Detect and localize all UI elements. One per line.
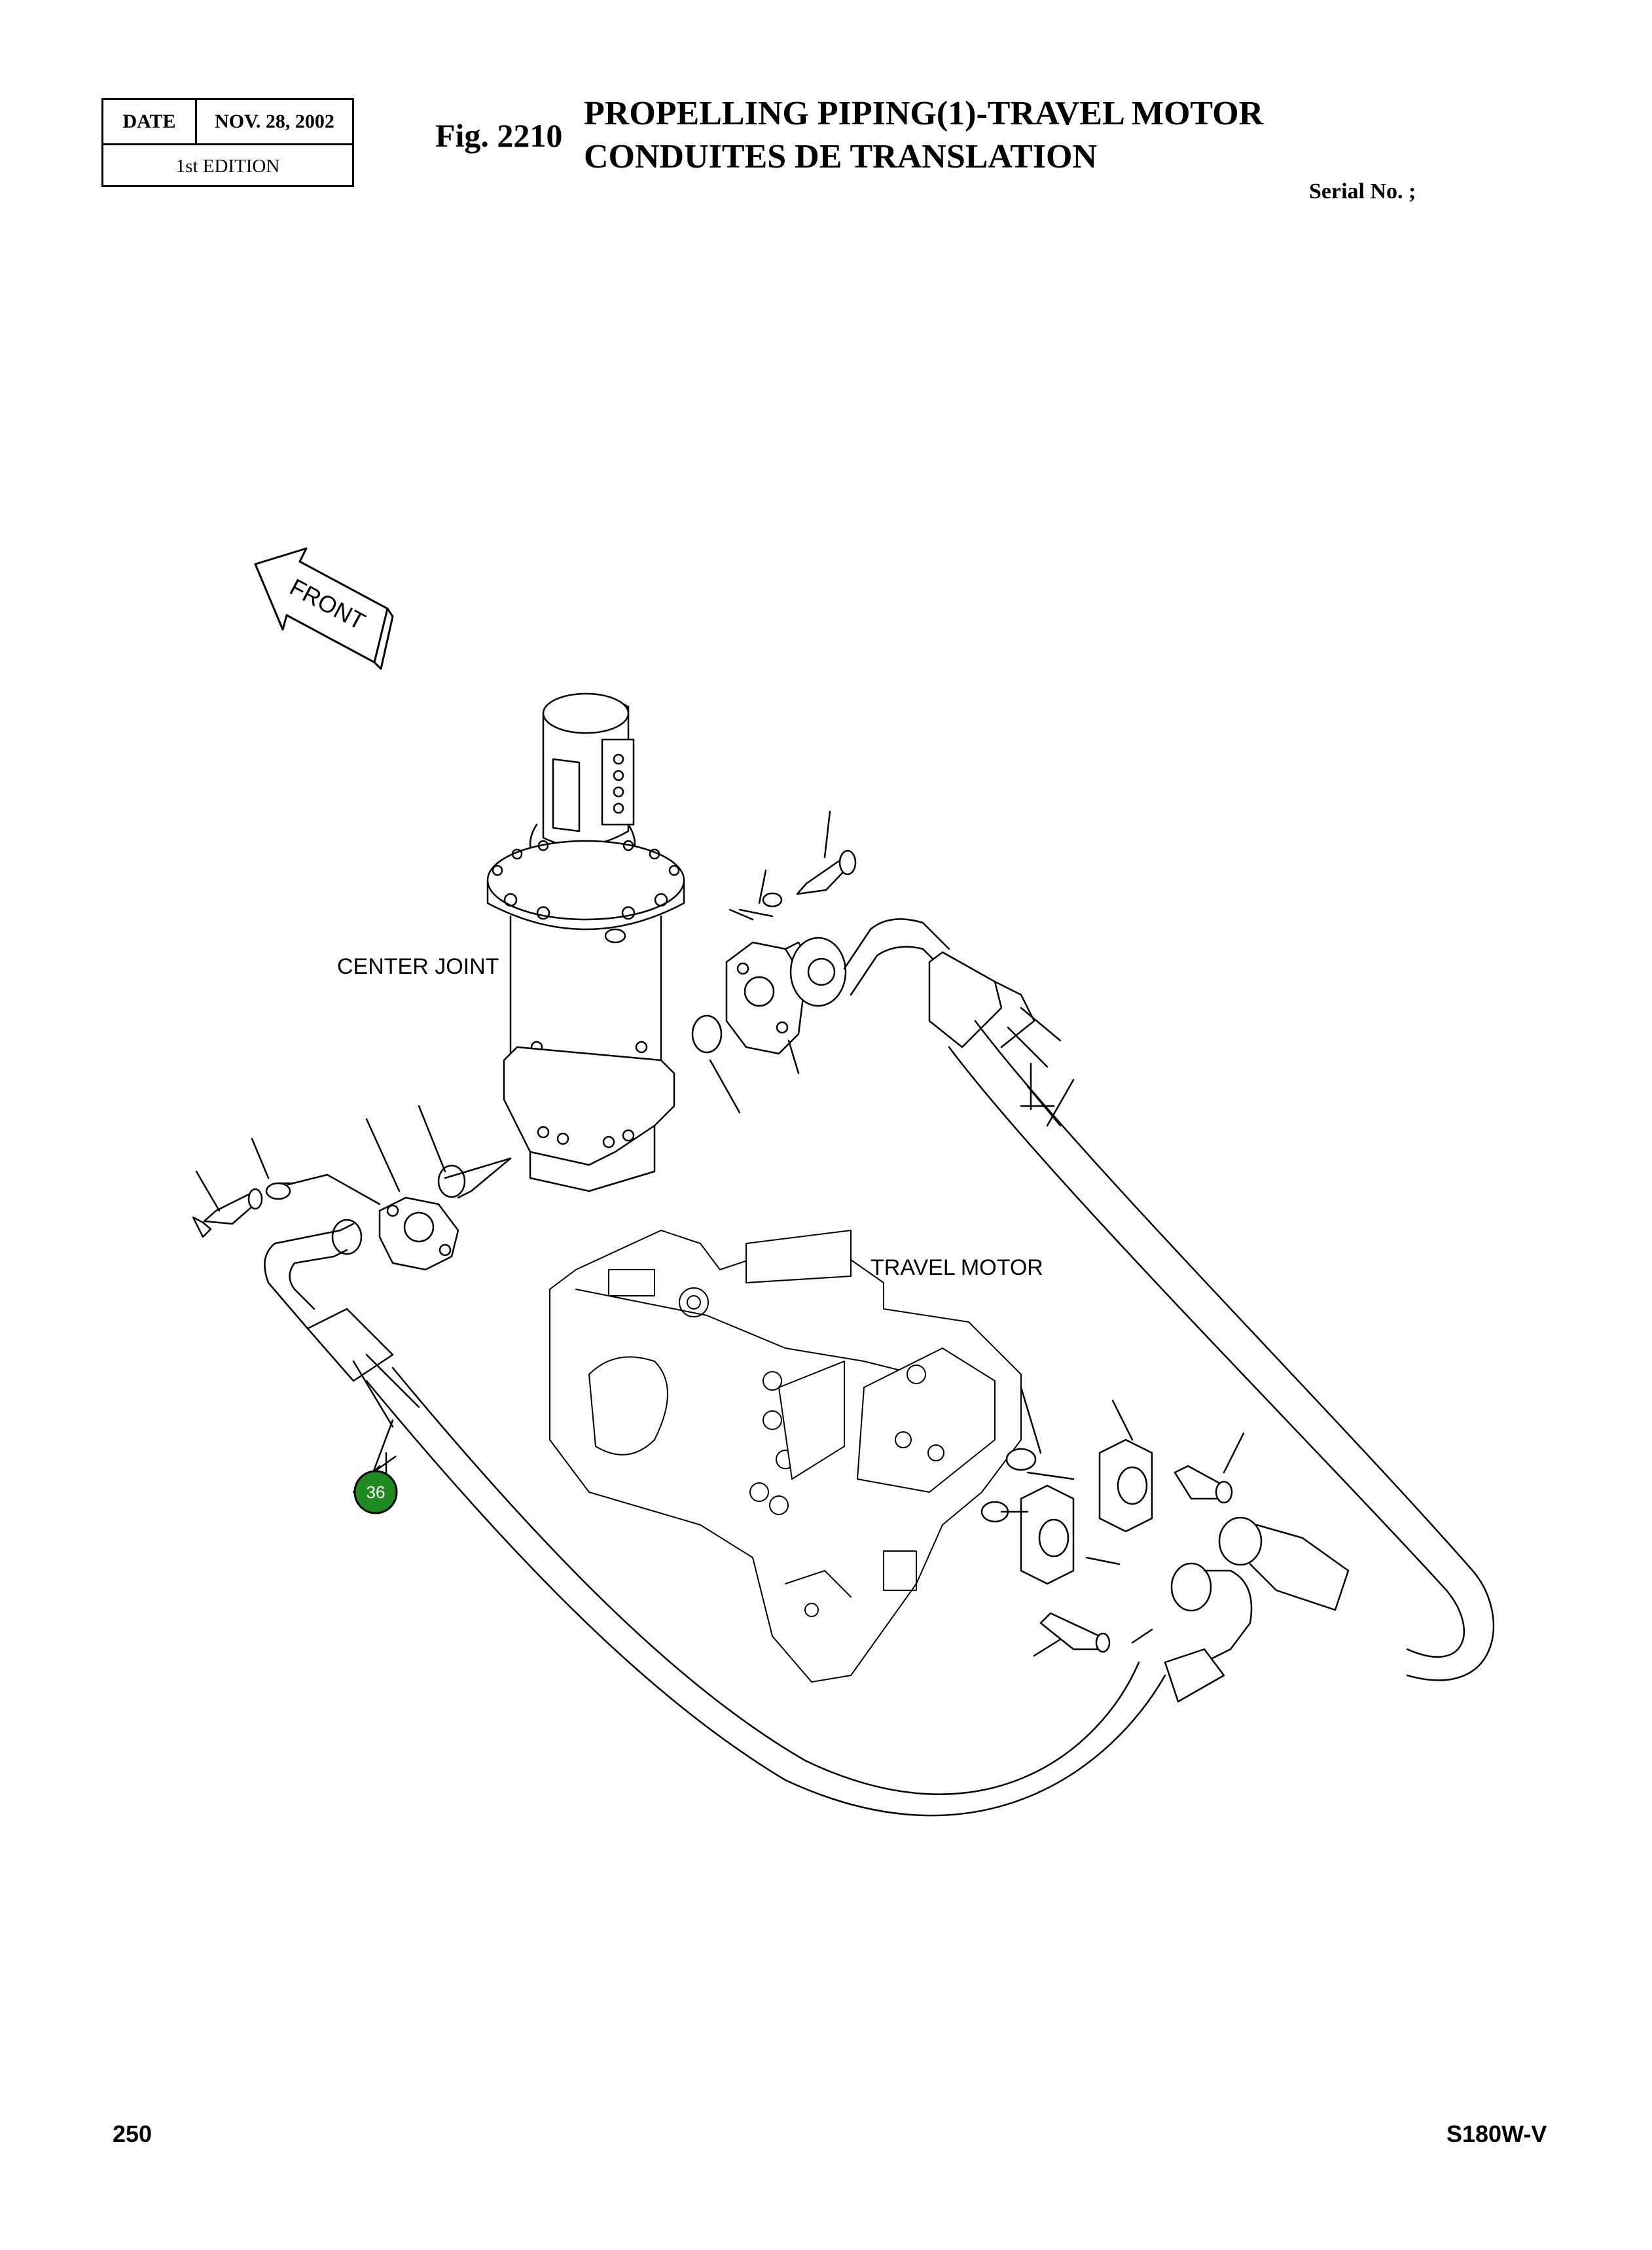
model-name: S180W-V: [1446, 2120, 1547, 2147]
upper-fittings-drawing: [691, 810, 950, 1114]
serial-number: Serial No. ;: [1309, 179, 1416, 204]
right-fittings-drawing: [980, 1386, 1350, 1703]
hose-left-drawing: [264, 1219, 1166, 1817]
date-label: DATE: [103, 100, 197, 143]
callout-36-marker[interactable]: [353, 1470, 398, 1514]
date-value: NOV. 28, 2002: [215, 111, 334, 132]
left-fittings-drawing: [192, 1105, 512, 1271]
figure-number: Fig. 2210: [435, 117, 563, 154]
edition-label: 1st EDITION: [175, 155, 280, 177]
travel-motor-drawing: [549, 1230, 1022, 1683]
center-joint-drawing: [486, 692, 685, 1192]
front-arrow-icon: [254, 547, 394, 670]
page-number: 250: [113, 2120, 153, 2147]
edition-table: DATE NOV. 28, 2002 1st EDITION: [101, 98, 354, 187]
edition-table-row-date: DATE NOV. 28, 2002: [103, 100, 352, 145]
callout-36-leader: [372, 1455, 397, 1474]
callout-36-text: 36: [367, 1482, 386, 1502]
hose-right-drawing: [928, 951, 1495, 1681]
title-english: PROPELLING PIPING(1)-TRAVEL MOTOR: [584, 95, 1264, 132]
travel-motor-label: TRAVEL MOTOR: [871, 1255, 1043, 1280]
title-french: CONDUITES DE TRANSLATION: [584, 138, 1098, 175]
center-joint-label: CENTER JOINT: [337, 954, 499, 979]
